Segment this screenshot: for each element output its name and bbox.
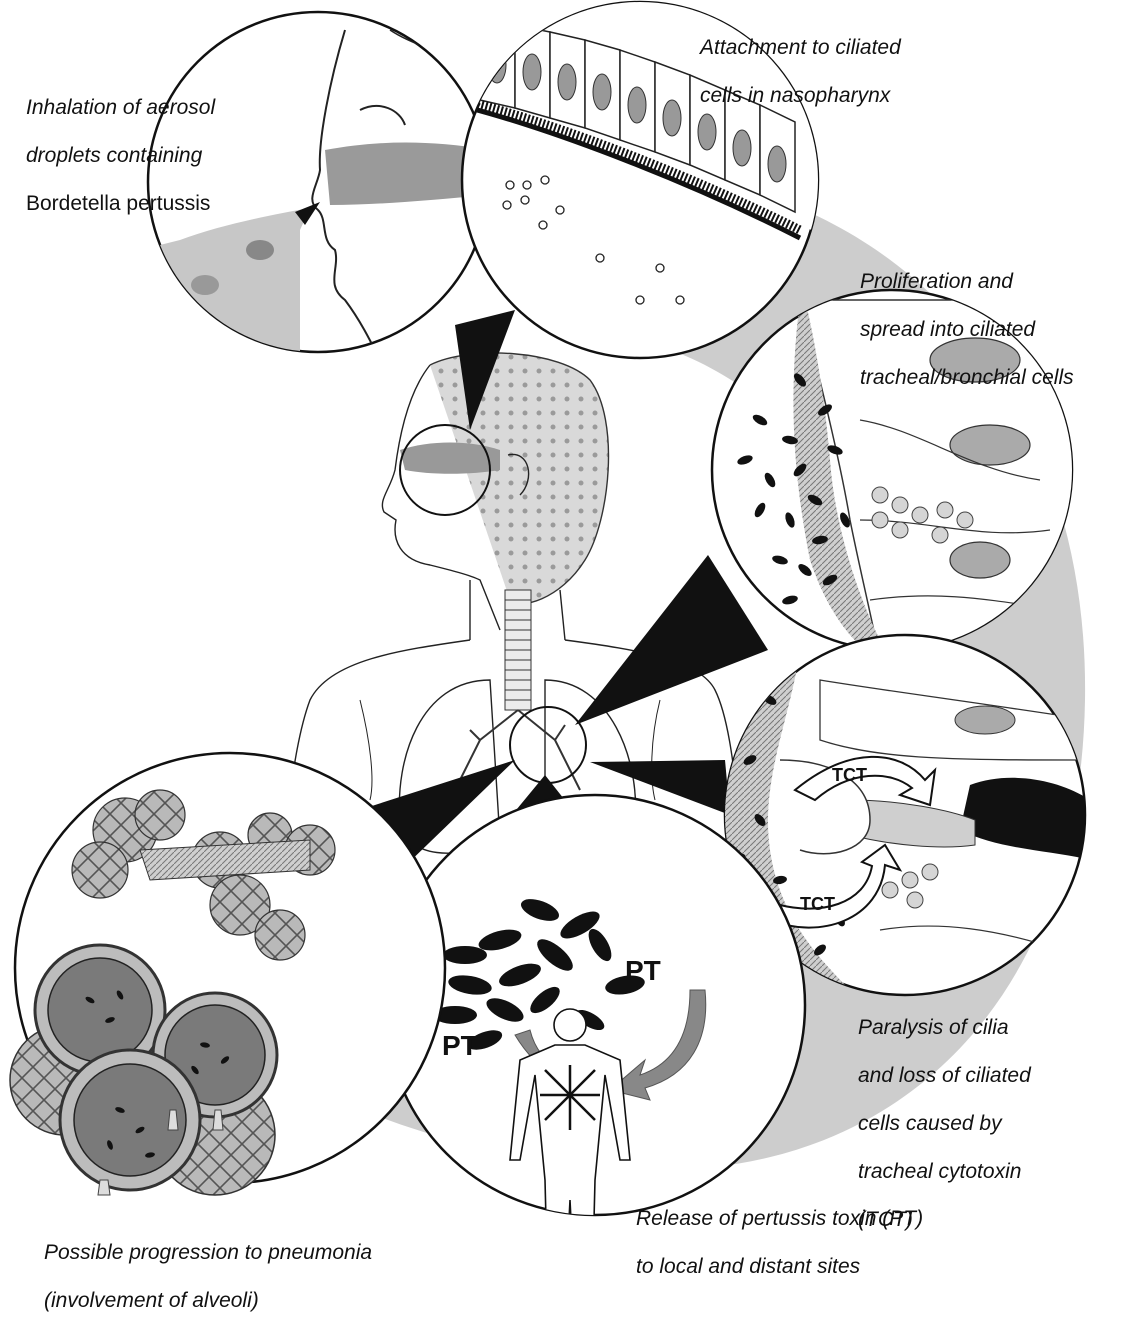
pt-label-right: PT [625,955,661,986]
caption-pneumonia-line1: Possible progression to pneumonia [44,1241,372,1265]
caption-inhalation-line3: Bordetella pertussis [26,192,215,216]
caption-inhalation-line1: Inhalation of aerosol [26,96,215,120]
caption-release: Release of pertussis toxin (PT) to local… [636,1183,923,1303]
caption-paralysis-line3: cells caused by [858,1112,1031,1136]
caption-proliferation-line3: tracheal/bronchial cells [860,366,1074,390]
tct-label-bottom: TCT [800,894,835,914]
bronchi-locator-circle [510,707,586,783]
caption-inhalation-line2: droplets containing [26,144,215,168]
caption-proliferation: Proliferation and spread into ciliated t… [860,246,1074,414]
caption-release-line2: to local and distant sites [636,1255,923,1279]
caption-proliferation-line1: Proliferation and [860,270,1074,294]
caption-paralysis-line4: tracheal cytotoxin [858,1160,1031,1184]
trachea [505,590,531,710]
caption-inhalation: Inhalation of aerosol droplets containin… [26,72,215,240]
pt-label-left: PT [442,1030,478,1061]
caption-attachment: Attachment to ciliated cells in nasophar… [700,12,901,132]
caption-pneumonia-line2: (involvement of alveoli) [44,1289,372,1313]
caption-attachment-line2: cells in nasopharynx [700,84,901,108]
caption-attachment-line1: Attachment to ciliated [700,36,901,60]
tct-label-top: TCT [832,765,867,785]
caption-paralysis-line2: and loss of ciliated [858,1064,1031,1088]
caption-paralysis-line1: Paralysis of cilia [858,1016,1031,1040]
caption-release-line1: Release of pertussis toxin (PT) [636,1207,923,1231]
caption-pneumonia: Possible progression to pneumonia (invol… [44,1217,372,1337]
caption-proliferation-line2: spread into ciliated [860,318,1074,342]
